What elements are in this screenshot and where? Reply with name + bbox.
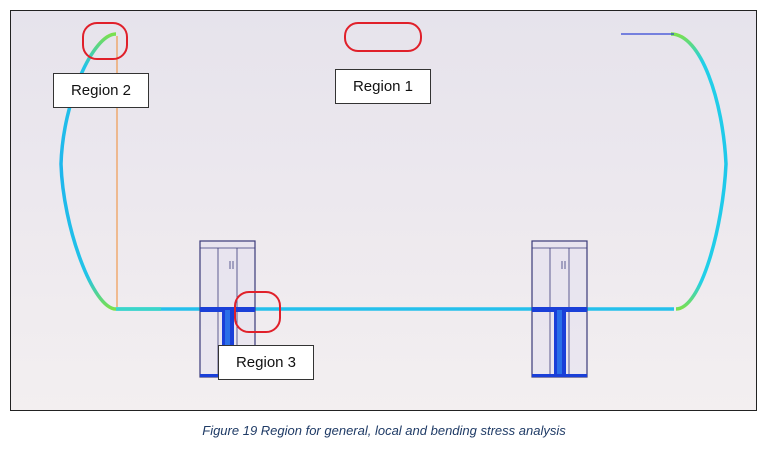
right-saddle-support: [531, 240, 588, 378]
figure-caption: Figure 19 Region for general, local and …: [202, 423, 566, 438]
region-2-highlight: [82, 22, 128, 60]
region-1-label: Region 1: [335, 69, 431, 104]
region-3-highlight: [234, 291, 281, 333]
region-3-label: Region 3: [218, 345, 314, 380]
figure-frame: Region 2 Region 1 Region 3: [10, 10, 757, 411]
region-1-highlight: [344, 22, 422, 52]
right-head: [670, 32, 728, 311]
region-2-label: Region 2: [53, 73, 149, 108]
left-head: [59, 32, 117, 311]
